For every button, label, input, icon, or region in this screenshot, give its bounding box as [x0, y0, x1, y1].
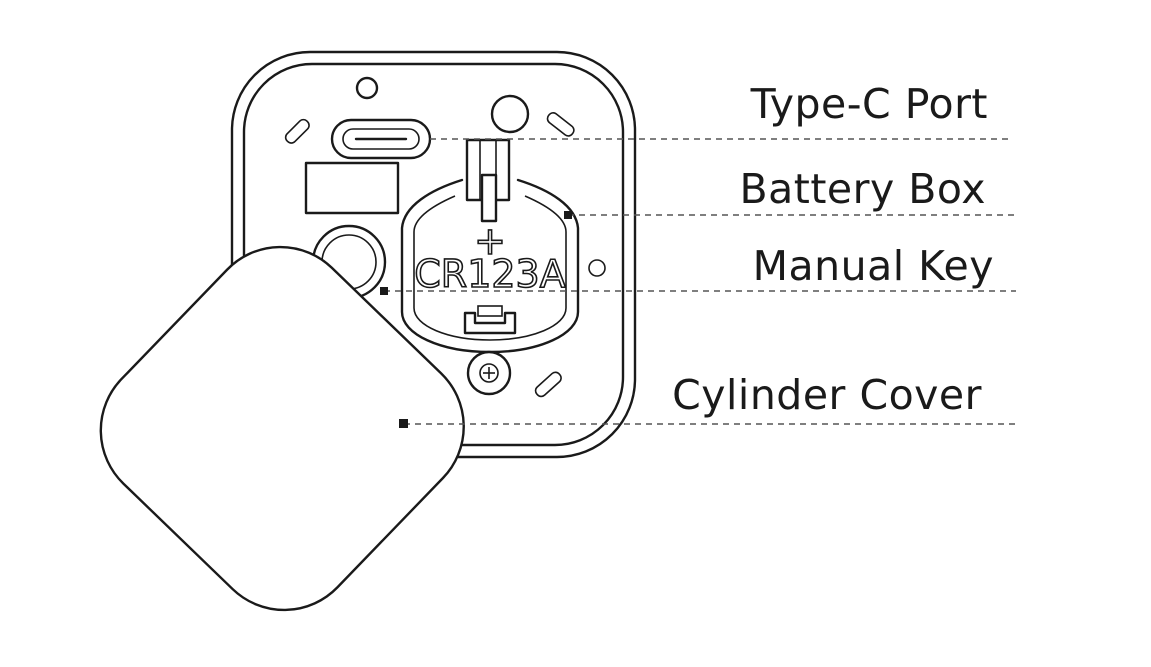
- leader-lines: [380, 138, 1016, 428]
- anchor-cylinder-cover: [399, 419, 408, 428]
- battery-polarity-mark: +: [474, 219, 506, 263]
- battery-screw-icon: [466, 350, 512, 396]
- battery-contact-bottom: [463, 305, 517, 335]
- battery-model-engraving: CR123A: [414, 252, 565, 296]
- label-pad: [304, 161, 400, 215]
- vent-slots: [284, 112, 575, 398]
- label-manual-key: Manual Key: [753, 242, 994, 290]
- label-cylinder-cover: Cylinder Cover: [672, 371, 982, 419]
- label-type-c-port: Type-C Port: [750, 80, 988, 128]
- battery-box: + CR123A: [400, 138, 606, 396]
- top-right-recess: [490, 94, 530, 134]
- anchor-battery-box: [564, 211, 572, 219]
- cylinder-cover: [99, 245, 465, 612]
- top-pin-hole: [355, 76, 379, 100]
- callout-labels: Type-C Port Battery Box Manual Key Cylin…: [672, 80, 994, 419]
- battery-side-notch: [588, 259, 606, 277]
- label-battery-box: Battery Box: [740, 165, 987, 213]
- anchor-manual-key: [380, 287, 388, 295]
